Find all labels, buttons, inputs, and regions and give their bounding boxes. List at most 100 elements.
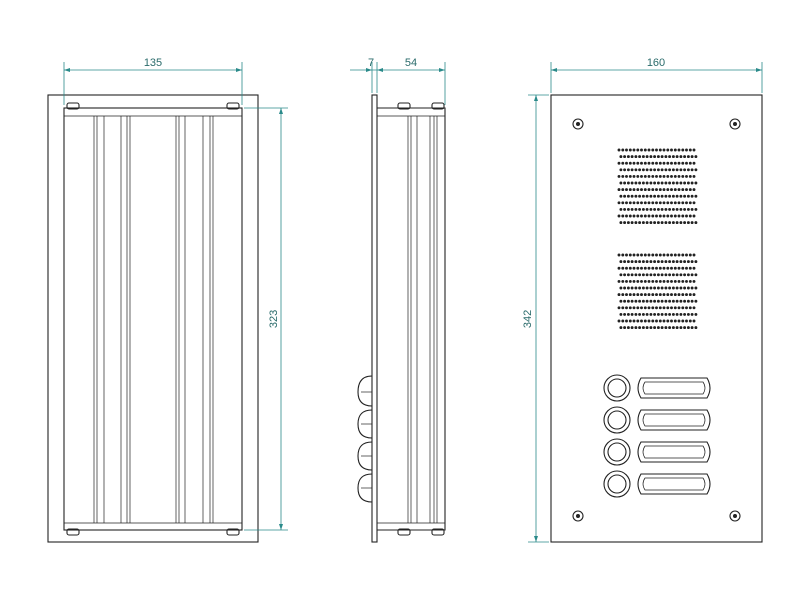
grille-hole <box>658 148 662 152</box>
grille-hole <box>670 148 673 152</box>
grille-hole <box>626 312 630 316</box>
grille-hole <box>692 266 696 270</box>
grille-hole <box>655 161 658 165</box>
grille-hole <box>643 319 647 323</box>
grille-hole <box>685 306 688 310</box>
grille-hole <box>690 260 694 264</box>
grille-hole <box>662 319 666 323</box>
grille-hole <box>690 155 694 159</box>
grille-hole <box>636 253 640 257</box>
grille-hole <box>655 306 658 310</box>
call-button-3[interactable] <box>603 438 631 466</box>
grille-hole <box>679 299 683 303</box>
grille-hole <box>675 155 679 159</box>
grille-hole <box>683 181 687 185</box>
grille-hole <box>656 273 660 277</box>
grille-hole <box>617 279 621 283</box>
grille-hole <box>634 221 638 225</box>
grille-hole <box>651 266 655 270</box>
grille-hole <box>640 161 643 165</box>
grille-hole <box>645 286 649 290</box>
grille-hole <box>641 286 645 290</box>
grille-hole <box>670 214 673 218</box>
grille-hole <box>660 260 664 264</box>
grille-hole <box>649 299 653 303</box>
grille-hole <box>623 181 627 185</box>
grille-hole <box>662 148 666 152</box>
grille-hole <box>649 194 653 198</box>
grille-hole <box>634 194 638 198</box>
grille-hole <box>619 168 623 172</box>
grille-hole <box>645 207 649 211</box>
grille-hole <box>647 253 651 257</box>
grille-hole <box>651 293 655 297</box>
call-button-2[interactable] <box>603 406 631 434</box>
grille-hole <box>640 188 643 192</box>
grille-hole <box>651 319 655 323</box>
grille-hole <box>675 260 679 264</box>
grille-hole <box>649 181 653 185</box>
grille-hole <box>630 260 634 264</box>
grille-hole <box>668 155 672 159</box>
grille-hole <box>651 174 655 178</box>
grille-hole <box>673 188 677 192</box>
grille-hole <box>643 161 647 165</box>
dimension-label-54: 54 <box>405 57 417 69</box>
grille-hole <box>694 155 698 159</box>
grille-hole <box>656 155 660 159</box>
grille-hole <box>662 161 666 165</box>
grille-hole <box>636 279 640 283</box>
grille-hole <box>653 312 657 316</box>
grille-hole <box>656 312 660 316</box>
grille-hole <box>677 161 681 165</box>
grille-hole <box>617 148 621 152</box>
grille-hole <box>617 266 621 270</box>
grille-hole <box>688 293 692 297</box>
grille-hole <box>677 266 681 270</box>
grille-hole <box>636 174 640 178</box>
grille-hole <box>623 312 627 316</box>
dimension-label-323: 323 <box>268 310 280 328</box>
call-button-1[interactable] <box>603 374 631 402</box>
grille-hole <box>643 266 647 270</box>
grille-hole <box>690 194 694 198</box>
grille-hole <box>660 312 664 316</box>
grille-hole <box>636 188 640 192</box>
grille-hole <box>649 221 653 225</box>
grille-hole <box>630 326 634 330</box>
grille-hole <box>626 168 630 172</box>
grille-hole <box>643 293 647 297</box>
grille-hole <box>681 293 685 297</box>
grille-hole <box>625 266 628 270</box>
grille-hole <box>621 214 625 218</box>
grille-hole <box>626 181 630 185</box>
grille-hole <box>651 253 655 257</box>
grille-hole <box>634 155 638 159</box>
grille-hole <box>655 214 658 218</box>
grille-hole <box>626 207 630 211</box>
dimension-side: 7 54 <box>350 57 446 105</box>
grille-hole <box>645 168 649 172</box>
grille-hole <box>694 168 698 172</box>
call-button-4[interactable] <box>603 470 631 498</box>
grille-hole <box>658 319 662 323</box>
grille-hole <box>671 221 675 225</box>
grille-hole <box>656 326 660 330</box>
grille-hole <box>692 306 696 310</box>
grille-hole <box>686 207 690 211</box>
grille-hole <box>681 253 685 257</box>
grille-hole <box>688 266 692 270</box>
grille-hole <box>681 279 685 283</box>
grille-hole <box>685 174 688 178</box>
grille-hole <box>636 201 640 205</box>
grille-hole <box>694 326 698 330</box>
grille-hole <box>651 161 655 165</box>
grille-hole <box>641 181 645 185</box>
grille-hole <box>634 168 638 172</box>
grille-hole <box>679 221 683 225</box>
grille-hole <box>656 168 660 172</box>
grille-hole <box>641 168 645 172</box>
grille-hole <box>617 174 621 178</box>
grille-hole <box>662 306 666 310</box>
grille-hole <box>692 188 696 192</box>
